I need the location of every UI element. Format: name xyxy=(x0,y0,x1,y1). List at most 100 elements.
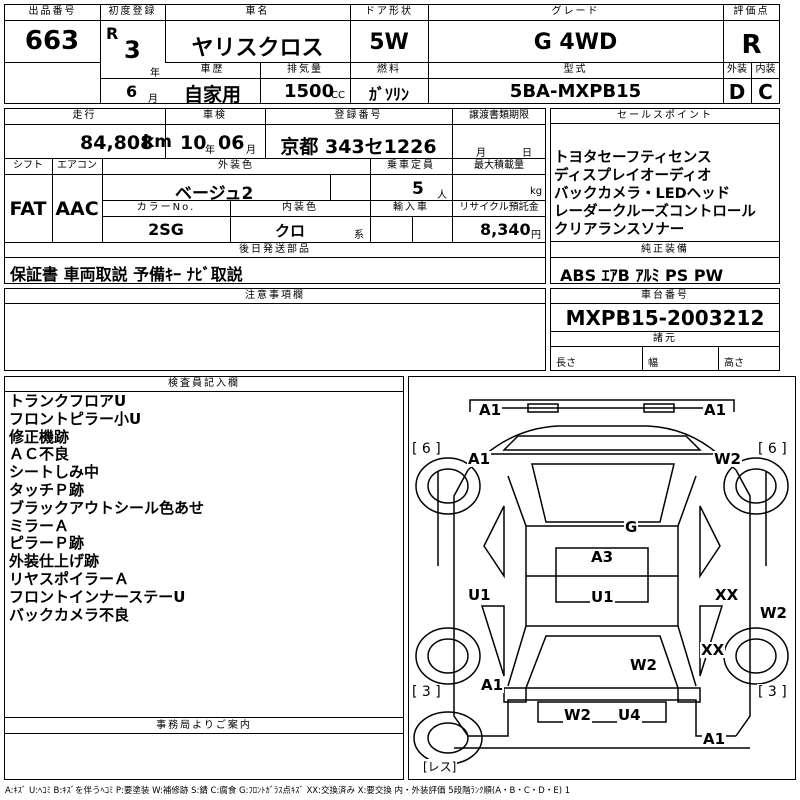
sales-list-item: レーダークルーズコントロール xyxy=(554,204,756,220)
spec-length: 長さ xyxy=(556,358,576,369)
damage-mark-8: U1 xyxy=(590,588,615,606)
genuine-box xyxy=(550,242,780,284)
header-fuel: 燃料 xyxy=(377,64,401,75)
header-import: 輸入車 xyxy=(393,202,429,213)
fuel: ｶﾞｿﾘﾝ xyxy=(368,85,409,104)
sales-list-item: クリアランスソナー xyxy=(554,222,685,238)
sales-point-box xyxy=(550,108,780,242)
genuine-equipment: ABS ｴｱB ｱﾙﾐ PS PW xyxy=(560,266,724,285)
header-door: ドア形状 xyxy=(365,6,413,17)
spec-width: 幅 xyxy=(648,358,658,369)
insp-list-item: フロントインナーステーU xyxy=(9,587,186,606)
info-block xyxy=(4,108,546,258)
header-int-color: 内装色 xyxy=(282,202,318,213)
aircon: AAC xyxy=(55,198,99,220)
car-outline-diagram xyxy=(413,399,789,765)
later-parts: 保証書 車両取説 予備ｷｰ ﾅﾋﾞ取説 xyxy=(10,265,243,284)
mileage: 84,808 xyxy=(80,132,154,154)
tyre-left-rear: [ 3 ] xyxy=(411,684,442,700)
damage-mark-7: U1 xyxy=(467,586,492,604)
header-interior: 内装 xyxy=(755,64,776,75)
damage-mark-5: G xyxy=(624,518,639,536)
registration-number: 京都 343セ1226 xyxy=(280,136,437,158)
damage-mark-1: A1 xyxy=(478,401,503,419)
displacement: 1500 xyxy=(284,81,335,102)
inspector-box xyxy=(4,376,404,718)
insp-list-item: シートしみ中 xyxy=(9,463,100,482)
month-suffix: 月 xyxy=(148,94,158,105)
office-box xyxy=(4,718,404,780)
header-transfer: 譲渡書類期限 xyxy=(469,110,529,121)
insp-list-item: ミラーＡ xyxy=(9,516,70,535)
sales-list-item: バックカメラ・LEDヘッド xyxy=(554,186,731,202)
header-car-name: 車名 xyxy=(245,6,270,17)
spare-tyre: [レス] xyxy=(422,759,458,775)
later-parts-box xyxy=(4,258,546,284)
header-sales-point: セールスポイント xyxy=(550,108,780,124)
tyre-right-front: [ 6 ] xyxy=(757,441,788,457)
km-unit: km xyxy=(143,132,173,152)
damage-mark-3: A1 xyxy=(467,450,492,468)
kei-unit: 系 xyxy=(354,230,364,241)
header-mileage: 走行 xyxy=(72,110,97,121)
header-ac: エアコン xyxy=(57,160,97,171)
header-reg-no: 登録番号 xyxy=(334,110,383,121)
header-grade: グレード xyxy=(551,6,600,17)
damage-mark-15: U4 xyxy=(617,706,642,724)
header-shift: シフト xyxy=(13,160,43,171)
damage-mark-13: A1 xyxy=(480,676,505,694)
insp-list-item: 修正機跡 xyxy=(9,427,70,446)
damage-mark-2: A1 xyxy=(703,401,728,419)
damage-mark-11: XX xyxy=(700,641,726,659)
damage-legend: A:ｷｽﾞ U:ﾍｺﾐ B:ｷｽﾞを伴うﾍｺﾐ P:要塗装 W:補修跡 S:錆 … xyxy=(5,786,571,796)
exterior-grade: D xyxy=(728,80,746,104)
exterior-color: ベージュ2 xyxy=(175,184,254,204)
insp-list-item: フロントピラー小U xyxy=(9,409,142,428)
shift: FAT xyxy=(9,198,47,220)
damage-mark-6: A3 xyxy=(590,548,615,566)
insp-list-item: ＡＣ不良 xyxy=(9,445,70,464)
insp-list-item: リヤスポイラーＡ xyxy=(9,569,130,588)
header-displacement: 排気量 xyxy=(287,64,323,75)
capacity: 5 xyxy=(412,179,424,199)
car-diagram-box xyxy=(408,376,796,780)
header-ext-color: 外装色 xyxy=(218,160,254,171)
lot-number: 663 xyxy=(24,26,80,56)
transfer-month: 月 xyxy=(476,148,486,159)
sales-point-list: トヨタセーフティセンスディスプレイオーディオバックカメラ・LEDヘッドレーダーク… xyxy=(554,149,756,239)
chassis-number: MXPB15-2003212 xyxy=(565,306,765,330)
insp-list-item: ブラックアウトシール色あせ xyxy=(9,498,205,517)
yen-unit: 円 xyxy=(531,230,541,241)
inspection-month: 06 xyxy=(218,132,245,154)
damage-mark-16: A1 xyxy=(702,730,727,748)
sales-list-item: ディスプレイオーディオ xyxy=(554,168,712,184)
car-name: ヤリスクロス xyxy=(191,36,324,61)
top-block xyxy=(4,4,780,104)
header-inspector: 検査員記入欄 xyxy=(4,376,404,392)
header-color-no: カラーNo. xyxy=(136,202,196,213)
damage-mark-12: W2 xyxy=(629,656,658,674)
person-unit: 人 xyxy=(437,190,447,201)
recycle-fee: 8,340 xyxy=(480,220,531,239)
spec-height: 高さ xyxy=(724,358,744,369)
header-genuine: 純正装備 xyxy=(550,242,780,258)
kg-unit: kg xyxy=(530,186,543,197)
header-specs: 諸元 xyxy=(550,331,780,347)
header-score: 評価点 xyxy=(733,6,770,17)
tyre-right-rear: [ 3 ] xyxy=(757,684,788,700)
reg-month: 6 xyxy=(126,82,138,101)
insp-year-suffix: 年 xyxy=(205,145,215,156)
header-office: 事務局よりご案内 xyxy=(4,718,404,734)
damage-mark-14: W2 xyxy=(563,706,592,724)
insp-list-item: バックカメラ不良 xyxy=(9,605,130,624)
notes-box xyxy=(4,288,546,371)
header-lot: 出品番号 xyxy=(28,6,77,17)
transfer-day: 日 xyxy=(522,148,532,159)
door-type: 5W xyxy=(369,30,409,55)
header-max-load: 最大積載量 xyxy=(474,160,524,171)
header-exterior: 外装 xyxy=(727,64,747,75)
model-code: 5BA-MXPB15 xyxy=(509,81,642,102)
era: R xyxy=(106,24,119,43)
insp-month-suffix: 月 xyxy=(246,145,256,156)
